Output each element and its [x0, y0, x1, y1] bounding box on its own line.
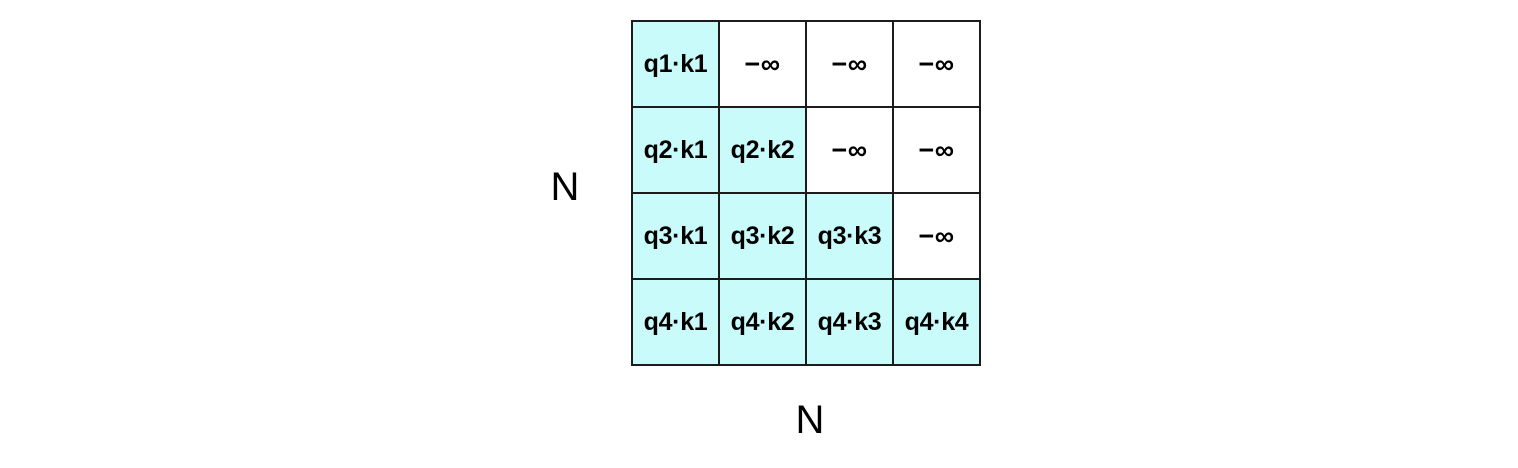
matrix-row: q1·k1 −∞ −∞ −∞: [631, 20, 981, 108]
cell-label: q4·k4: [904, 307, 969, 336]
attention-cell: q2·k2: [718, 106, 807, 194]
cell-label: q2·k2: [730, 135, 795, 164]
cell-label: q3·k3: [817, 221, 882, 250]
attention-cell: q3·k3: [805, 192, 894, 280]
cell-label: q4·k2: [730, 307, 795, 336]
cell-label: −∞: [744, 48, 781, 79]
masked-cell: −∞: [805, 106, 894, 194]
cell-label: q1·k1: [643, 49, 708, 78]
cell-label: −∞: [831, 134, 868, 165]
attention-cell: q4·k1: [631, 278, 720, 366]
cell-label: −∞: [918, 134, 955, 165]
matrix-row: q4·k1 q4·k2 q4·k3 q4·k4: [631, 278, 981, 366]
cell-label: q2·k1: [643, 135, 708, 164]
cell-label: −∞: [831, 48, 868, 79]
attention-cell: q2·k1: [631, 106, 720, 194]
matrix-body: q1·k1 −∞ −∞ −∞ q2·k1 q2·k2 −∞ −∞ q3·k1 q3·k2 q3·k3…: [631, 20, 981, 366]
attention-cell: q4·k2: [718, 278, 807, 366]
attention-cell: q4·k3: [805, 278, 894, 366]
attention-cell: q3·k1: [631, 192, 720, 280]
attention-cell: q3·k2: [718, 192, 807, 280]
row-axis-label: N: [550, 165, 580, 209]
column-axis-label: N: [795, 398, 825, 442]
masked-cell: −∞: [892, 192, 981, 280]
cell-label: q3·k1: [643, 221, 708, 250]
cell-label: −∞: [918, 220, 955, 251]
masked-cell: −∞: [892, 106, 981, 194]
cell-label: −∞: [918, 48, 955, 79]
masked-cell: −∞: [892, 20, 981, 108]
matrix-row: q3·k1 q3·k2 q3·k3 −∞: [631, 192, 981, 280]
attention-cell: q4·k4: [892, 278, 981, 366]
attention-score-matrix: q1·k1 −∞ −∞ −∞ q2·k1 q2·k2 −∞ −∞ q3·k1 q3·k2 q3·k3…: [631, 20, 981, 366]
cell-label: q4·k1: [643, 307, 708, 336]
cell-label: q3·k2: [730, 221, 795, 250]
attention-cell: q1·k1: [631, 20, 720, 108]
cell-label: q4·k3: [817, 307, 882, 336]
masked-cell: −∞: [805, 20, 894, 108]
matrix-row: q2·k1 q2·k2 −∞ −∞: [631, 106, 981, 194]
masked-cell: −∞: [718, 20, 807, 108]
